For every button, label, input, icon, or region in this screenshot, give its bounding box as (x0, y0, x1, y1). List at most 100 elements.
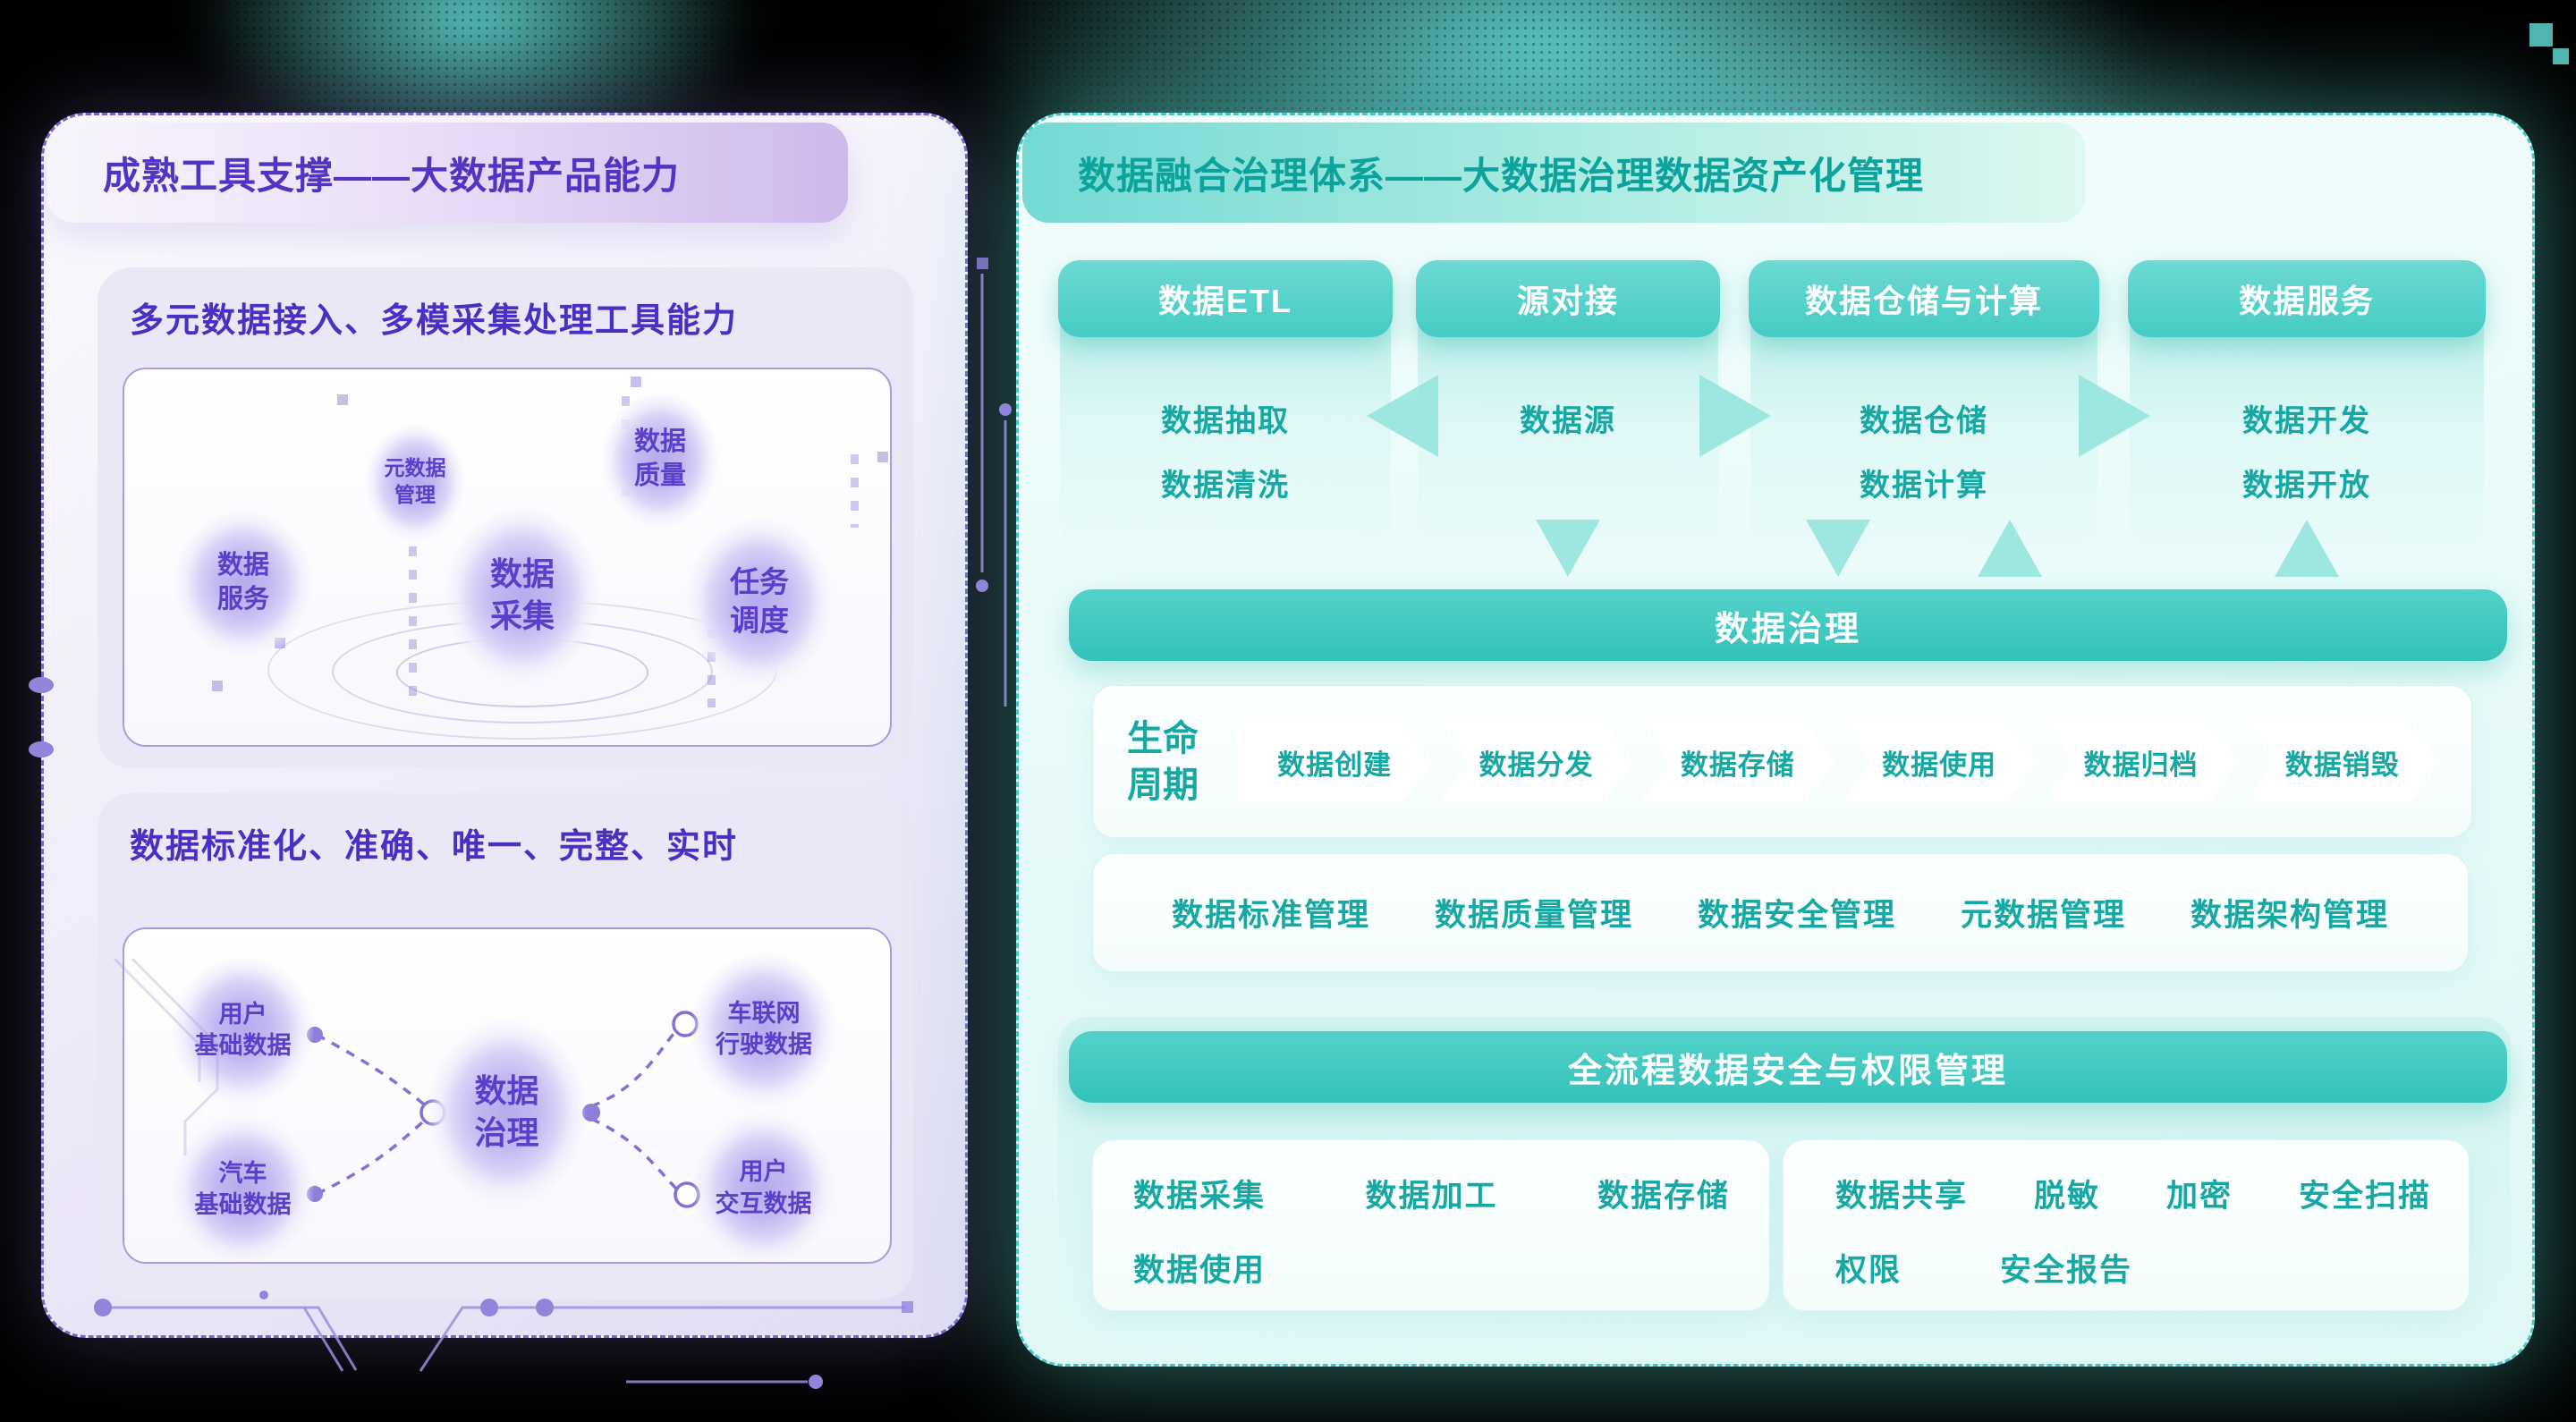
bubble-label-line1: 汽车 (218, 1159, 267, 1187)
bubble-label-line1: 元数据 (384, 456, 446, 480)
square-dot-decoration (877, 452, 888, 462)
column-source-connect: 源对接 数据源 (1416, 260, 1720, 546)
flow-arrow-down-icon (1806, 520, 1870, 577)
column-item: 数据开发 (2242, 404, 2371, 438)
bubble-label-line2: 调度 (730, 604, 789, 637)
security-item: 数据共享 (1835, 1179, 1969, 1214)
right-panel-title-badge: 数据融合治理体系——大数据治理数据资产化管理 (1022, 123, 2085, 223)
bubble-task-scheduling: 任务 调度 (683, 514, 835, 690)
security-item: 脱敏 (2033, 1179, 2100, 1214)
lifecycle-step: 数据使用 (1843, 721, 2036, 803)
bubble-user-interaction-data: 用户 交互数据 (690, 1110, 837, 1262)
bubble-data-quality: 数据 质量 (599, 389, 721, 530)
bubble-label-line1: 车联网 (727, 999, 801, 1027)
bubble-data-collection: 数据 采集 (442, 504, 603, 687)
lifecycle-step: 数据归档 (2044, 721, 2237, 803)
column-item: 数据源 (1520, 404, 1616, 438)
flow-arrow-up-icon (2275, 520, 2339, 577)
bubble-metadata-management: 元数据 管理 (363, 421, 467, 543)
bubble-label-line2: 交互数据 (715, 1189, 812, 1217)
tools-diagram-box: 数据 服务 元数据 管理 数据 采集 数据 质量 任务 调度 (123, 368, 892, 747)
lifecycle-step: 数据分发 (1439, 721, 1632, 803)
bubble-label-line1: 数据 (474, 1071, 539, 1109)
flow-arrow-down-icon (1536, 520, 1600, 577)
security-row: 数据共享 脱敏 加密 安全扫描 (1835, 1171, 2431, 1216)
security-right-card: 数据共享 脱敏 加密 安全扫描 权限 安全报告 (1782, 1138, 2470, 1312)
lifecycle-card: 生命 周期 数据创建 数据分发 数据存储 数据使用 数据归档 数据销毁 (1091, 684, 2473, 839)
flow-arrow-right-icon (1699, 375, 1771, 457)
management-item: 元数据管理 (1960, 898, 2126, 933)
flow-arrow-up-icon (1978, 520, 2042, 577)
security-item: 安全报告 (2000, 1253, 2133, 1288)
security-bar: 全流程数据安全与权限管理 (1069, 1031, 2507, 1103)
column-header: 源对接 (1416, 260, 1720, 337)
standards-card-header: 数据标准化、准确、唯一、完整、实时 (130, 828, 739, 866)
bubble-label-line2: 质量 (633, 461, 686, 490)
security-item: 权限 (1835, 1253, 1902, 1288)
column-item: 数据开放 (2242, 469, 2371, 503)
bubble-label-line2: 采集 (489, 597, 555, 634)
column-warehouse-compute: 数据仓储与计算 数据仓储 数据计算 (1749, 260, 2099, 546)
lifecycle-step: 数据创建 (1238, 721, 1431, 803)
column-data-service: 数据服务 数据开发 数据开放 (2128, 260, 2486, 546)
bubble-label-line2: 基础数据 (194, 1032, 292, 1059)
bubble-label-line1: 数据 (633, 427, 686, 457)
lifecycle-label-line1: 生命 (1127, 718, 1199, 758)
bubble-data-governance: 数据 治理 (424, 1016, 589, 1208)
bubble-label-line2: 治理 (474, 1113, 539, 1151)
security-row: 数据使用 (1133, 1245, 1730, 1291)
bubble-label-line1: 用户 (218, 1000, 267, 1028)
column-item: 数据清洗 (1161, 469, 1290, 503)
bubble-label-line2: 服务 (216, 585, 269, 614)
right-panel: 数据融合治理体系——大数据治理数据资产化管理 数据ETL 数据抽取 数据清洗 源… (1016, 113, 2535, 1367)
standards-card: 数据标准化、准确、唯一、完整、实时 用户 基础数据 (97, 793, 913, 1299)
tools-card: 多元数据接入、多模采集处理工具能力 数据 服务 元数据 (97, 267, 913, 768)
flow-arrow-left-icon (1367, 375, 1438, 457)
left-panel-title-badge: 成熟工具支撑——大数据产品能力 (47, 123, 848, 223)
tools-card-header: 多元数据接入、多模采集处理工具能力 (130, 302, 739, 340)
column-header: 数据仓储与计算 (1749, 260, 2099, 337)
flow-arrow-right-icon (2079, 375, 2150, 457)
lifecycle-label-line2: 周期 (1127, 765, 1199, 805)
security-item: 数据使用 (1133, 1253, 1267, 1288)
security-row: 权限 安全报告 (1835, 1245, 2431, 1291)
bubble-telematics-driving-data: 车联网 行驶数据 (688, 949, 840, 1110)
bubble-vehicle-base-data: 汽车 基础数据 (169, 1113, 317, 1262)
management-item: 数据质量管理 (1434, 898, 1633, 933)
bubble-label-line1: 数据 (216, 551, 269, 580)
standards-diagram-box: 用户 基础数据 汽车 基础数据 数据 治理 车联网 行驶数据 用户 交互数据 (123, 927, 892, 1264)
bubble-data-service: 数据 服务 (172, 507, 315, 659)
security-item: 数据加工 (1365, 1179, 1498, 1214)
bubble-label-line2: 行驶数据 (716, 1031, 812, 1058)
pixel-square-decoration (2529, 23, 2553, 47)
column-item: 数据计算 (1860, 469, 1988, 503)
square-dot-decoration (337, 394, 348, 405)
bubble-label-line1: 用户 (739, 1158, 788, 1186)
bubble-user-base-data: 用户 基础数据 (169, 953, 317, 1107)
dotted-line-decoration (851, 454, 859, 528)
bubble-label-line1: 任务 (730, 565, 789, 599)
right-panel-title: 数据融合治理体系——大数据治理数据资产化管理 (1078, 154, 1925, 197)
column-item: 数据抽取 (1161, 404, 1290, 438)
left-panel-title: 成熟工具支撑——大数据产品能力 (103, 154, 681, 197)
security-item: 安全扫描 (2298, 1179, 2431, 1214)
management-card: 数据标准管理 数据质量管理 数据安全管理 元数据管理 数据架构管理 (1091, 852, 2470, 973)
square-dot-decoration (631, 377, 641, 387)
column-item: 数据仓储 (1860, 404, 1988, 438)
bubble-label-line2: 基础数据 (194, 1191, 292, 1218)
security-row: 数据采集 数据加工 数据存储 (1133, 1171, 1730, 1216)
square-dot-decoration (212, 681, 223, 691)
security-item: 数据存储 (1597, 1179, 1730, 1214)
left-panel: 成熟工具支撑——大数据产品能力 多元数据接入、多模采集处理工具能力 数据 (41, 113, 968, 1338)
security-item: 数据采集 (1133, 1179, 1267, 1214)
security-item: 加密 (2165, 1179, 2233, 1214)
management-item: 数据标准管理 (1172, 898, 1371, 933)
lifecycle-step: 数据销毁 (2246, 721, 2439, 803)
column-data-etl: 数据ETL 数据抽取 数据清洗 (1058, 260, 1393, 546)
bubble-label-line1: 数据 (489, 554, 555, 592)
lifecycle-step: 数据存储 (1641, 721, 1835, 803)
security-left-card: 数据采集 数据加工 数据存储 数据使用 (1091, 1138, 1771, 1312)
lifecycle-steps: 数据创建 数据分发 数据存储 数据使用 数据归档 数据销毁 (1238, 721, 2439, 803)
lifecycle-label: 生命 周期 (1127, 715, 1199, 808)
